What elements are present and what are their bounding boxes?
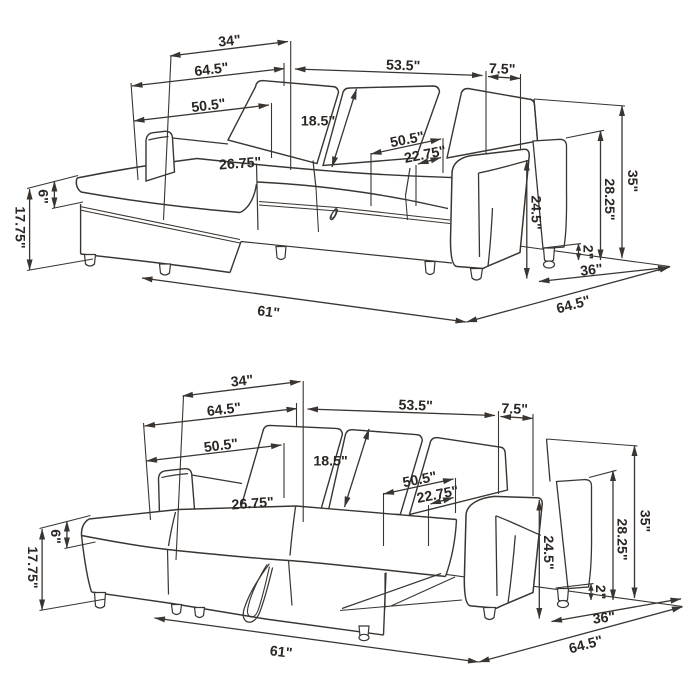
svg-text:34": 34" [218,32,242,50]
svg-text:6": 6" [35,189,51,204]
svg-text:50.5": 50.5" [389,129,426,151]
svg-text:36": 36" [592,609,616,628]
svg-text:61": 61" [269,643,293,662]
svg-text:28.25": 28.25" [613,518,629,560]
svg-text:17.75": 17.75" [24,546,40,588]
svg-text:36": 36" [579,261,603,280]
svg-text:61": 61" [256,303,280,322]
svg-text:24.5": 24.5" [528,195,544,229]
svg-text:34": 34" [230,372,254,390]
svg-text:7.5": 7.5" [501,401,528,418]
svg-text:22.75": 22.75" [403,143,448,167]
svg-text:6": 6" [47,529,63,544]
svg-text:64.5": 64.5" [193,60,229,80]
svg-text:18.5": 18.5" [313,454,347,470]
svg-text:18.5": 18.5" [301,114,335,130]
svg-text:24.5": 24.5" [540,535,556,569]
svg-text:7.5": 7.5" [489,61,516,78]
svg-text:26.75": 26.75" [231,495,274,514]
svg-text:53.5": 53.5" [386,57,421,74]
svg-text:35": 35" [636,510,652,533]
svg-text:64.5": 64.5" [206,400,242,420]
svg-text:26.75": 26.75" [219,155,262,174]
svg-text:35": 35" [624,170,640,193]
svg-text:17.75": 17.75" [12,206,28,248]
svg-text:28.25": 28.25" [601,178,617,220]
svg-text:50.5": 50.5" [190,96,226,116]
svg-text:2": 2" [580,245,596,260]
svg-text:53.5": 53.5" [398,397,433,414]
svg-text:50.5": 50.5" [203,436,239,456]
svg-text:22.75": 22.75" [415,483,460,507]
svg-text:50.5": 50.5" [401,469,438,491]
svg-text:2": 2" [592,585,608,600]
